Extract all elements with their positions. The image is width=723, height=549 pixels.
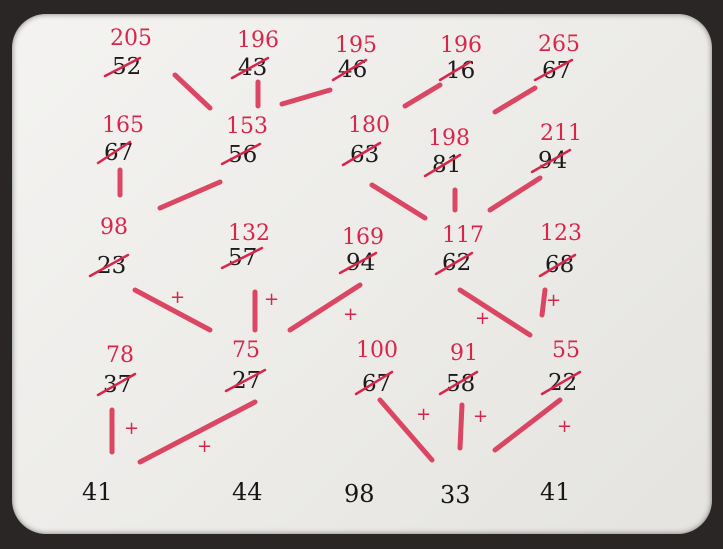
cell-sum: 265 [538, 32, 580, 57]
grid-row-3: 98 23 132 57 169 94 117 62 123 68 [88, 215, 582, 279]
plus-sign: + [170, 287, 185, 308]
connector-line [377, 397, 435, 463]
strike-mark [354, 370, 394, 396]
strike-mark [533, 58, 574, 82]
plus-sign: + [343, 304, 358, 325]
cell-sum: 153 [226, 114, 268, 139]
plus-sign: + [124, 418, 139, 439]
connector-line [132, 287, 213, 333]
connector-line [487, 175, 543, 213]
strike-mark [230, 56, 270, 80]
cell-base: 56 [228, 142, 257, 168]
cell-sum: 211 [540, 121, 582, 146]
connector-line [492, 85, 538, 115]
bottom-number: 33 [440, 481, 471, 509]
cell-sum: 117 [442, 223, 484, 248]
cell-sum: 91 [450, 341, 478, 366]
strike-mark [538, 253, 577, 278]
plus-sign: + [197, 436, 212, 457]
cell-sum: 195 [335, 33, 377, 58]
cell-sum: 123 [540, 221, 582, 246]
strike-mark [434, 251, 474, 276]
cell-sum: 205 [110, 26, 152, 51]
strike-mark [220, 142, 262, 166]
strike-mark [438, 370, 479, 396]
cell-sum: 169 [342, 225, 384, 250]
cell-base: 52 [112, 54, 141, 80]
plus-signs: + + + + + + + + + + [124, 287, 572, 457]
bottom-number: 98 [344, 480, 375, 508]
connector-line [157, 179, 223, 211]
strike-mark [540, 370, 582, 396]
strike-mark [103, 56, 142, 78]
grid-row-2: 165 67 153 56 180 63 198 81 211 94 [96, 113, 582, 178]
bottom-number: 41 [540, 478, 571, 506]
cell-sum: 78 [106, 343, 134, 368]
cell-sum: 132 [228, 221, 270, 246]
connector-line [287, 282, 363, 333]
cell-sum: 98 [100, 215, 128, 240]
connector-line [137, 399, 258, 465]
strike-mark [338, 251, 378, 275]
cell-base: 43 [238, 55, 267, 81]
strike-mark [341, 141, 382, 167]
strike-mark [423, 153, 462, 178]
strike-mark [438, 60, 472, 82]
plus-sign: + [475, 308, 490, 329]
strike-mark [96, 372, 137, 397]
cell-sum: 75 [232, 338, 260, 363]
bottom-row: 41 44 98 33 41 [82, 478, 571, 509]
connector-line [279, 87, 333, 107]
connector-line [492, 397, 563, 453]
grid-row-4: 78 37 75 27 100 67 91 58 55 22 [96, 338, 582, 398]
bottom-number: 44 [232, 478, 263, 506]
plus-sign: + [473, 406, 488, 427]
plus-sign: + [264, 289, 279, 310]
grid-row-1: 205 52 196 43 195 46 196 16 265 67 [103, 26, 580, 84]
connector-line [539, 287, 548, 318]
cell-sum: 100 [356, 338, 398, 363]
connector-line [457, 287, 533, 338]
cell-sum: 55 [552, 338, 580, 363]
whiteboard [12, 14, 712, 534]
cell-sum: 196 [237, 28, 279, 53]
strike-mark [331, 58, 368, 82]
plus-sign: + [416, 404, 431, 425]
connector-line [457, 402, 465, 451]
connector-line [402, 82, 443, 109]
strike-mark [88, 253, 130, 278]
connector-line [369, 182, 428, 221]
cell-sum: 180 [348, 113, 390, 138]
strike-mark [224, 368, 267, 393]
cell-sum: 196 [440, 33, 482, 58]
cell-sum: 198 [428, 126, 470, 151]
strike-mark [220, 246, 264, 270]
cell-base: 94 [346, 250, 375, 276]
connector-lines [109, 72, 563, 465]
bottom-number: 41 [82, 478, 113, 506]
cell-sum: 165 [102, 113, 144, 138]
connector-line [172, 72, 213, 111]
strike-mark [96, 140, 132, 165]
strike-mark [530, 148, 572, 174]
plus-sign: + [557, 416, 572, 437]
cell-base: 23 [97, 253, 126, 279]
plus-sign: + [546, 290, 561, 311]
